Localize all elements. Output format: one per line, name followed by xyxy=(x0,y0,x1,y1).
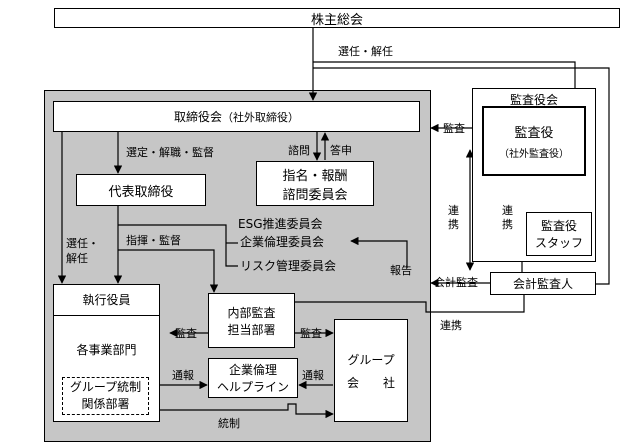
audit-right-label: 監査 xyxy=(300,327,322,340)
audit-board-to-board-label: 監査 xyxy=(443,122,465,135)
governance-label: 統制 xyxy=(218,417,240,430)
esg-committee-label: ESG推進委員会 xyxy=(238,217,323,231)
cooperate-v2-label-1: 連 xyxy=(502,204,513,217)
elect-label-2: 解任 xyxy=(66,252,88,265)
notify-left-label: 通報 xyxy=(172,369,194,382)
board-box: 取締役会 （社外取締役） xyxy=(53,101,420,132)
group-companies-label-1: グループ xyxy=(347,352,395,367)
ethics-committee-label: 企業倫理委員会 xyxy=(240,235,325,249)
shareholders-box: 株主総会 xyxy=(54,8,620,28)
exec-officers-label: 執行役員 xyxy=(54,285,159,316)
board-label: 取締役会 xyxy=(173,110,222,124)
group-companies-box: グループ 会 社 xyxy=(334,319,408,422)
group-control-label-1: グループ統制 xyxy=(69,380,142,394)
auditor-sub-label: （社外監査役） xyxy=(499,149,569,160)
auditor-staff-label-2: スタッフ xyxy=(534,236,583,250)
internal-audit-label-1: 内部監査 xyxy=(227,305,276,320)
auditor-staff-label-1: 監査役 xyxy=(540,219,577,233)
notify-right-label: 通報 xyxy=(302,369,324,382)
rep-director-box: 代表取締役 xyxy=(76,174,206,206)
direct-supervise-label: 指揮・監督 xyxy=(126,234,181,247)
exec-officers-box: 執行役員 各事業部門 グループ統制 関係部署 xyxy=(53,284,160,422)
elect-dismiss-label: 選任・解任 xyxy=(338,45,393,58)
group-companies-label-2: 会 社 xyxy=(346,375,395,390)
board-sub-label: （社外取締役） xyxy=(222,110,299,124)
internal-audit-label-2: 担当部署 xyxy=(227,322,276,337)
accounting-auditor-label: 会計監査人 xyxy=(512,277,573,291)
cooperate-v2-label-2: 携 xyxy=(502,218,513,231)
nomination-label-1: 指名・報酬 xyxy=(282,168,348,184)
group-control-label-2: 関係部署 xyxy=(81,397,130,411)
rep-director-label: 代表取締役 xyxy=(108,184,174,200)
nomination-label-2: 諮問委員会 xyxy=(282,187,348,203)
business-units-label: 各事業部門 xyxy=(76,343,137,357)
helpline-label-1: 企業倫理 xyxy=(228,363,277,377)
auditor-box: 監査役 （社外監査役） xyxy=(482,106,586,176)
accounting-auditor-box: 会計監査人 xyxy=(490,272,596,295)
auditor-staff-box: 監査役 スタッフ xyxy=(526,212,592,256)
cooperate-v1-label-1: 連 xyxy=(448,204,459,217)
helpline-label-2: ヘルプライン xyxy=(216,380,289,394)
nomination-committee-box: 指名・報酬 諮問委員会 xyxy=(256,161,374,206)
internal-audit-box: 内部監査 担当部署 xyxy=(208,293,295,348)
report-label: 報告 xyxy=(390,264,412,277)
governance-line xyxy=(160,403,334,419)
audit-left-label: 監査 xyxy=(175,327,197,340)
cooperate-line-h xyxy=(295,295,525,313)
shareholders-to-accounting-line xyxy=(313,67,610,285)
accounting-audit-label: 会計監査 xyxy=(434,276,478,289)
auditor-label: 監査役 xyxy=(514,126,554,141)
rep-to-audit-line xyxy=(118,249,219,293)
cooperate-v1-label-2: 携 xyxy=(448,218,459,231)
committee-bracket-line xyxy=(118,224,238,267)
group-control-box: グループ統制 関係部署 xyxy=(62,377,149,415)
audit-board-title: 監査役会 xyxy=(509,93,558,107)
risk-committee-label: リスク管理委員会 xyxy=(240,259,337,273)
report-line xyxy=(350,236,408,268)
consult-label: 諮問 xyxy=(288,144,310,157)
select-dismiss-supervise-label: 選定・解職・監督 xyxy=(126,146,214,159)
helpline-box: 企業倫理 ヘルプライン xyxy=(208,358,298,398)
answer-label: 答申 xyxy=(330,144,352,157)
cooperate-h-label: 連携 xyxy=(440,319,462,332)
shareholders-label: 株主総会 xyxy=(310,12,363,28)
elect-label-1: 選任・ xyxy=(66,237,99,250)
